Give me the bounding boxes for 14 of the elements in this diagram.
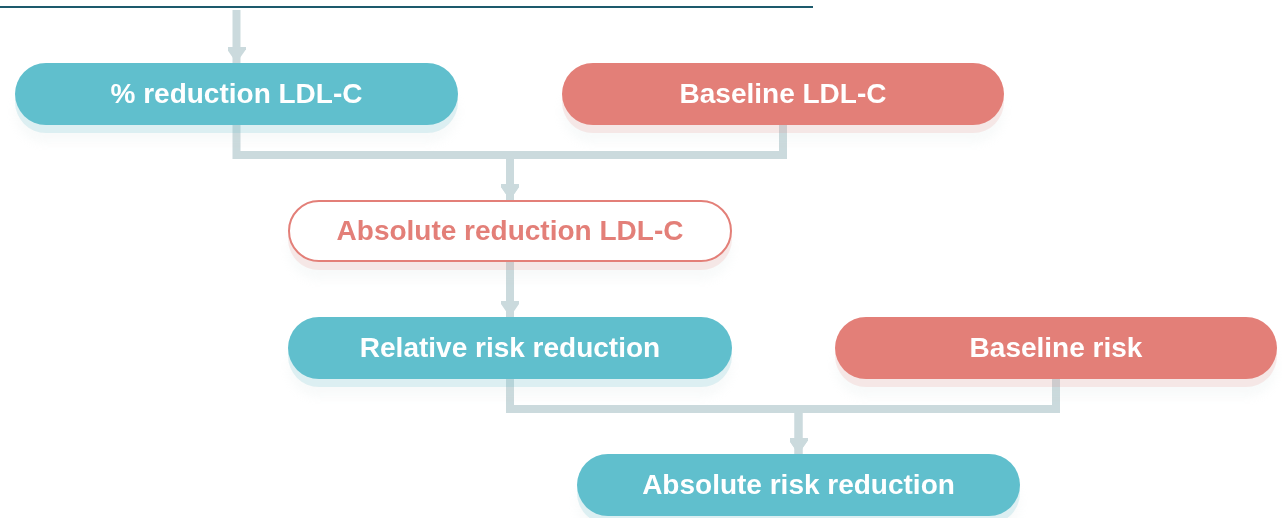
node-label: Relative risk reduction — [359, 332, 661, 364]
process-pill — [288, 200, 732, 262]
node-label: Baseline risk — [969, 332, 1143, 364]
arrow — [787, 379, 1060, 454]
process-pill — [577, 454, 1020, 516]
arrow — [499, 262, 521, 317]
node-label: Baseline LDL-C — [679, 78, 887, 110]
process-pill — [562, 63, 1004, 125]
process-pill — [15, 63, 458, 125]
node-label: Absolute risk reduction — [642, 469, 955, 501]
process-pill — [288, 317, 732, 379]
node-label: % reduction LDL-C — [110, 78, 363, 110]
process-pill — [835, 317, 1277, 379]
node-label: Absolute reduction LDL-C — [336, 215, 684, 247]
